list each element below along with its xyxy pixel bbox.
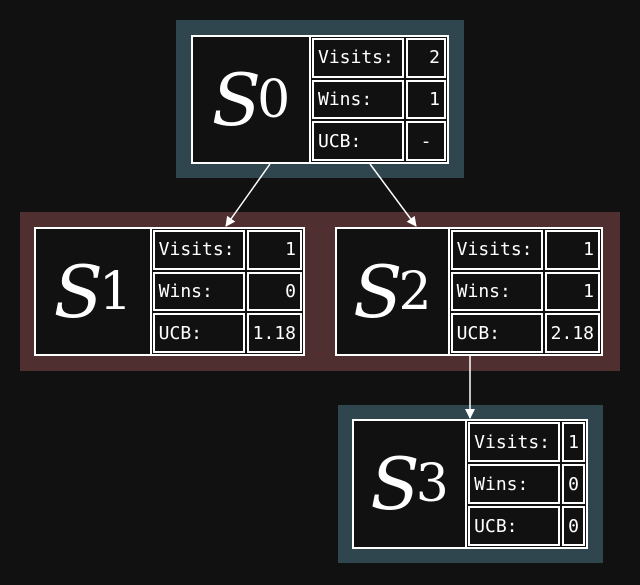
wins-value: 1 (406, 79, 446, 120)
wins-value: 0 (562, 464, 585, 504)
ucb-value: 2.18 (544, 313, 600, 354)
wins-label: Wins: (468, 464, 561, 504)
visits-value: 1 (544, 230, 600, 270)
edge-s0-s1 (225, 163, 271, 227)
wins-label: Wins: (152, 271, 245, 312)
visits-label: Visits: (468, 422, 561, 462)
ucb-label: UCB: (450, 313, 543, 354)
ucb-value: 1.18 (246, 313, 302, 354)
visits-label: Visits: (450, 230, 543, 270)
wins-label: Wins: (312, 79, 404, 120)
ucb-label: UCB: (468, 506, 561, 546)
ucb-label: UCB: (152, 313, 245, 354)
visits-value: 1 (246, 230, 302, 270)
visits-label: Visits: (312, 38, 404, 78)
ucb-value: - (406, 121, 446, 162)
edge-s0-s2 (369, 163, 417, 227)
ucb-value: 0 (562, 506, 585, 546)
ucb-label: UCB: (312, 121, 404, 162)
wins-value: 1 (544, 271, 600, 312)
wins-label: Wins: (450, 271, 543, 312)
visits-value: 1 (562, 422, 585, 462)
visits-value: 2 (406, 38, 446, 78)
visits-label: Visits: (152, 230, 245, 270)
wins-value: 0 (246, 271, 302, 312)
